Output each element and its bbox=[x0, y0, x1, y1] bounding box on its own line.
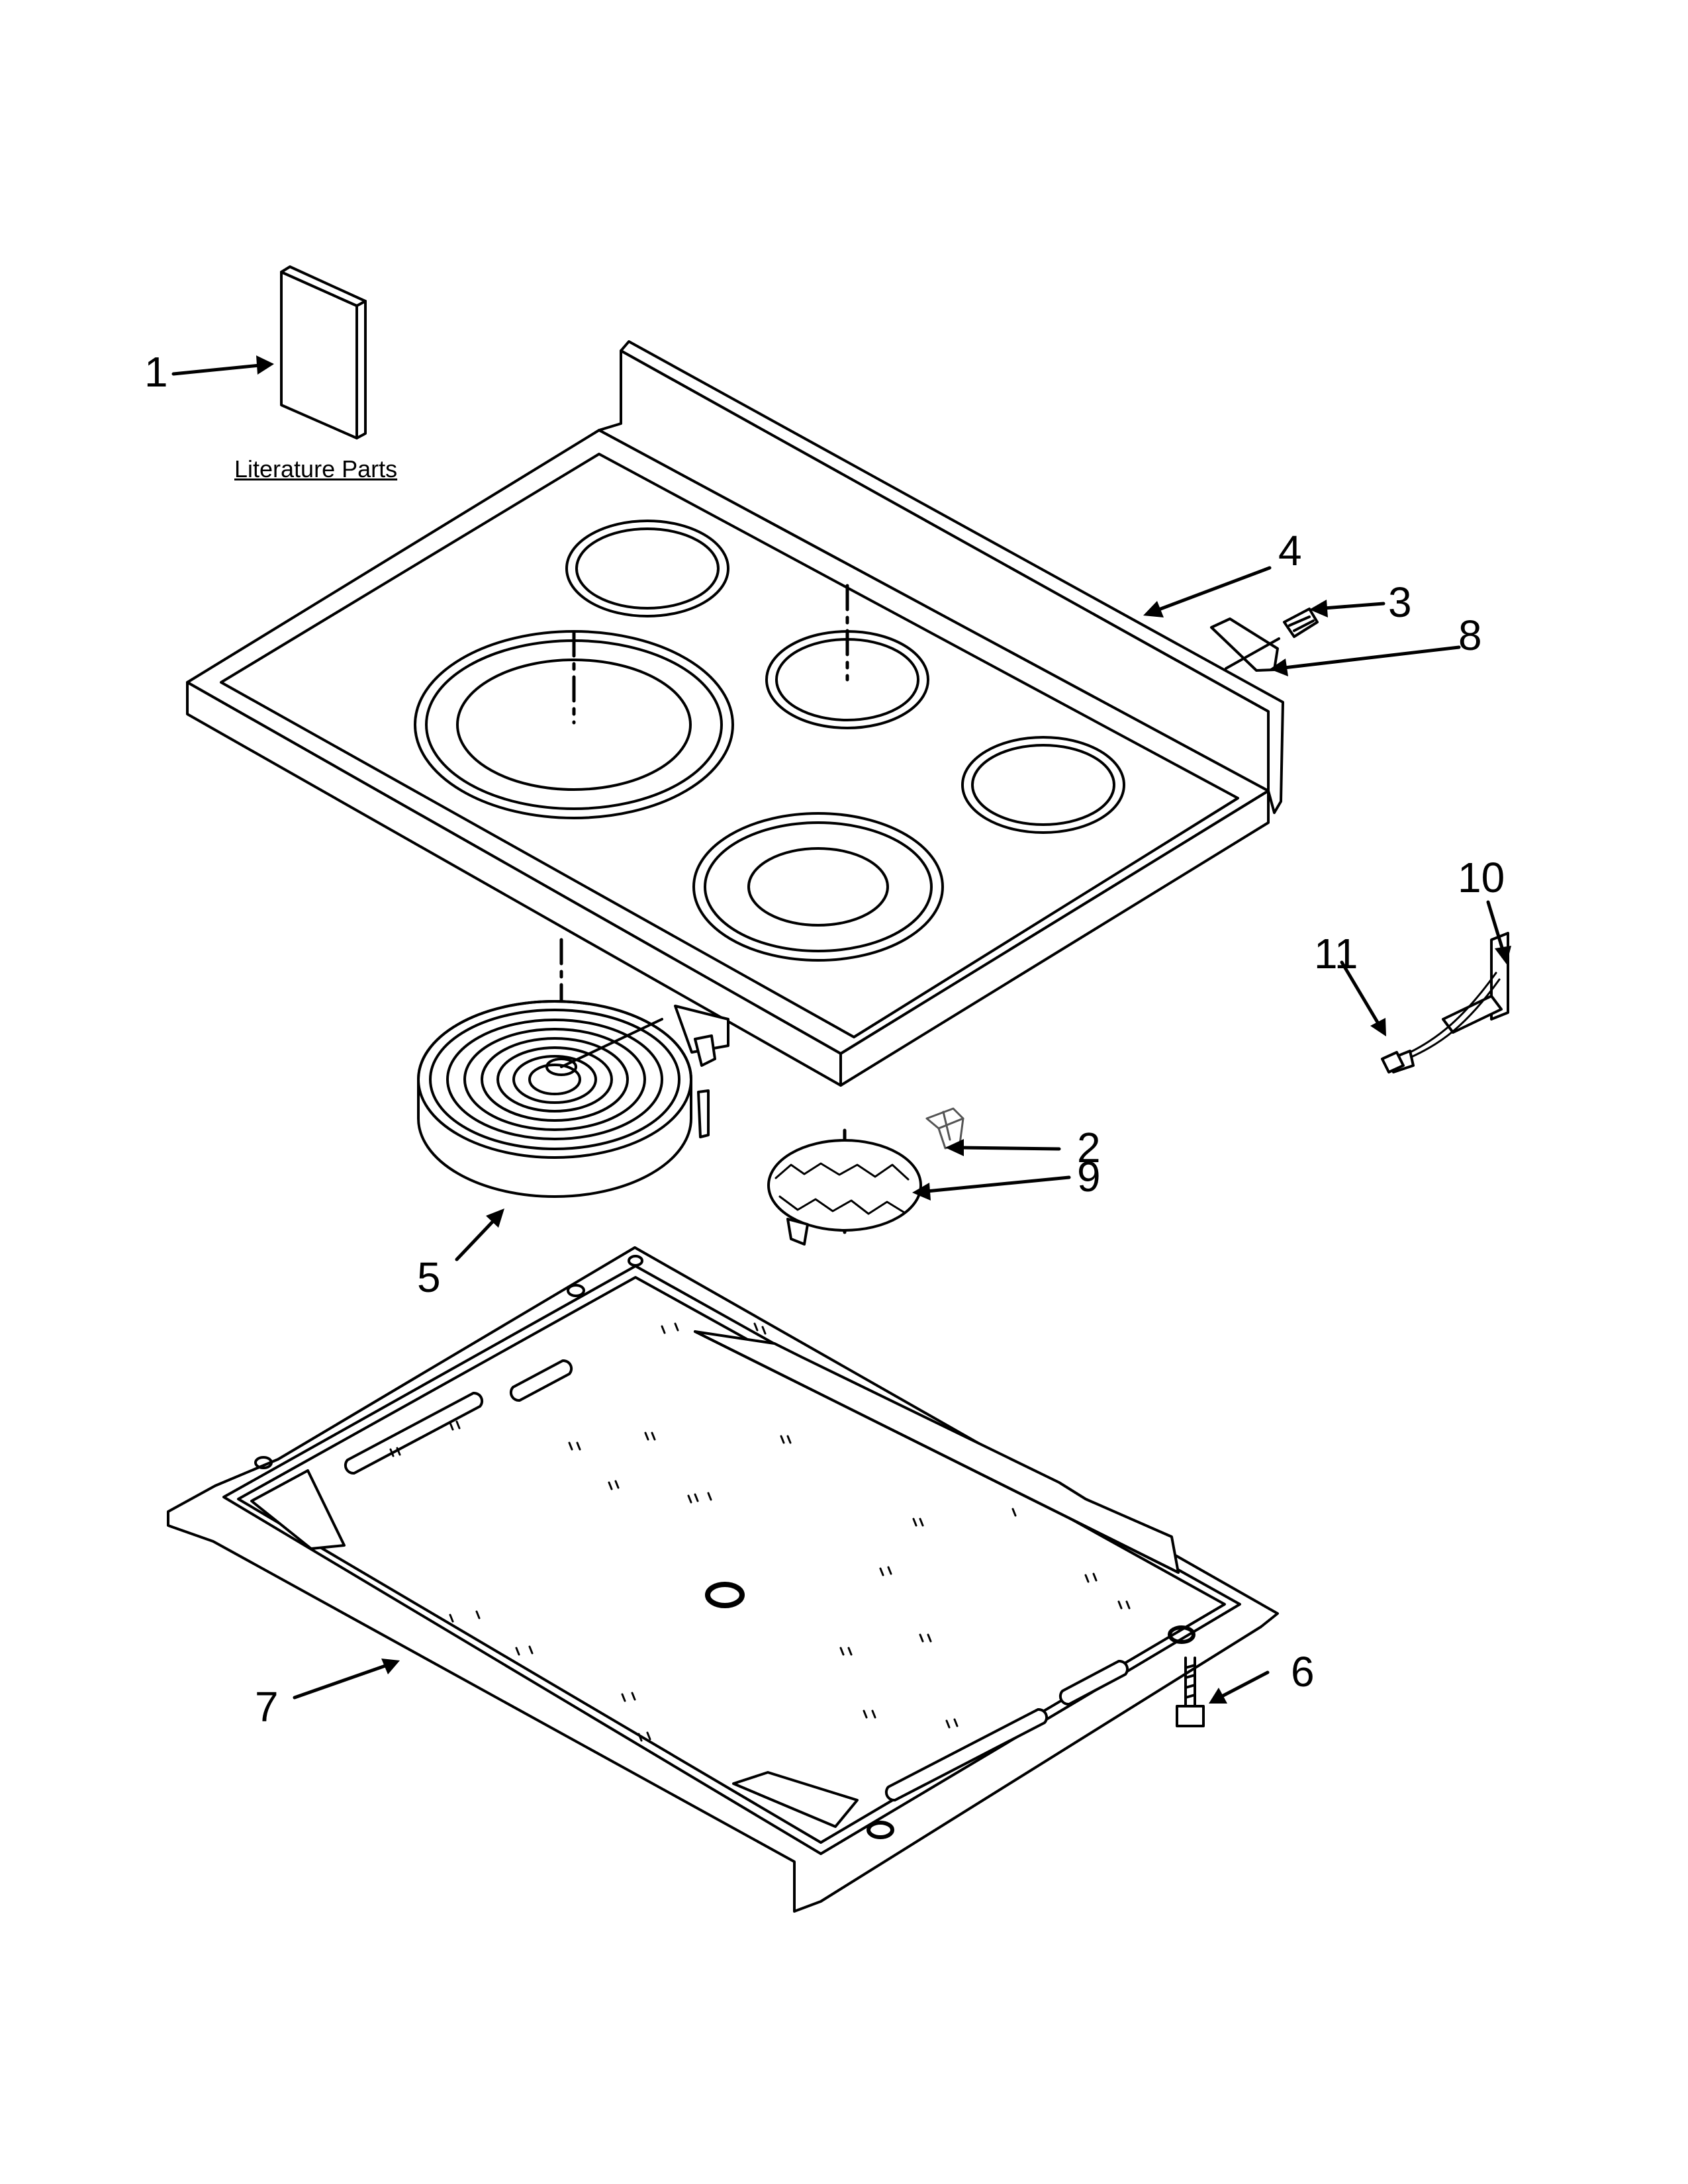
bracket bbox=[1210, 617, 1280, 672]
callout-4: 4 bbox=[1278, 527, 1302, 574]
callout-11: 11 bbox=[1314, 930, 1358, 978]
callout-6: 6 bbox=[1291, 1648, 1315, 1696]
burner-box bbox=[167, 1246, 1279, 1913]
screw-ground bbox=[1381, 1051, 1405, 1073]
callout-10: 10 bbox=[1458, 854, 1505, 901]
callout-2: 2 bbox=[1077, 1124, 1101, 1171]
callout-3: 3 bbox=[1388, 578, 1412, 626]
callout-7: 7 bbox=[255, 1683, 279, 1731]
surface-element bbox=[417, 1000, 729, 1198]
callout-9: 9 bbox=[1077, 1153, 1101, 1201]
literature-parts-caption: Literature Parts bbox=[234, 455, 398, 482]
screw-small bbox=[1283, 608, 1319, 638]
literature-booklet bbox=[280, 265, 367, 439]
heat-shield bbox=[767, 1139, 922, 1246]
leader-arrows bbox=[171, 355, 1511, 1704]
callout-1: 1 bbox=[144, 348, 168, 396]
cooktop bbox=[186, 340, 1284, 1087]
screw-large bbox=[1176, 1657, 1205, 1727]
callout-8: 8 bbox=[1458, 612, 1482, 659]
callout-5: 5 bbox=[417, 1253, 441, 1301]
wire-harness bbox=[1389, 932, 1509, 1073]
